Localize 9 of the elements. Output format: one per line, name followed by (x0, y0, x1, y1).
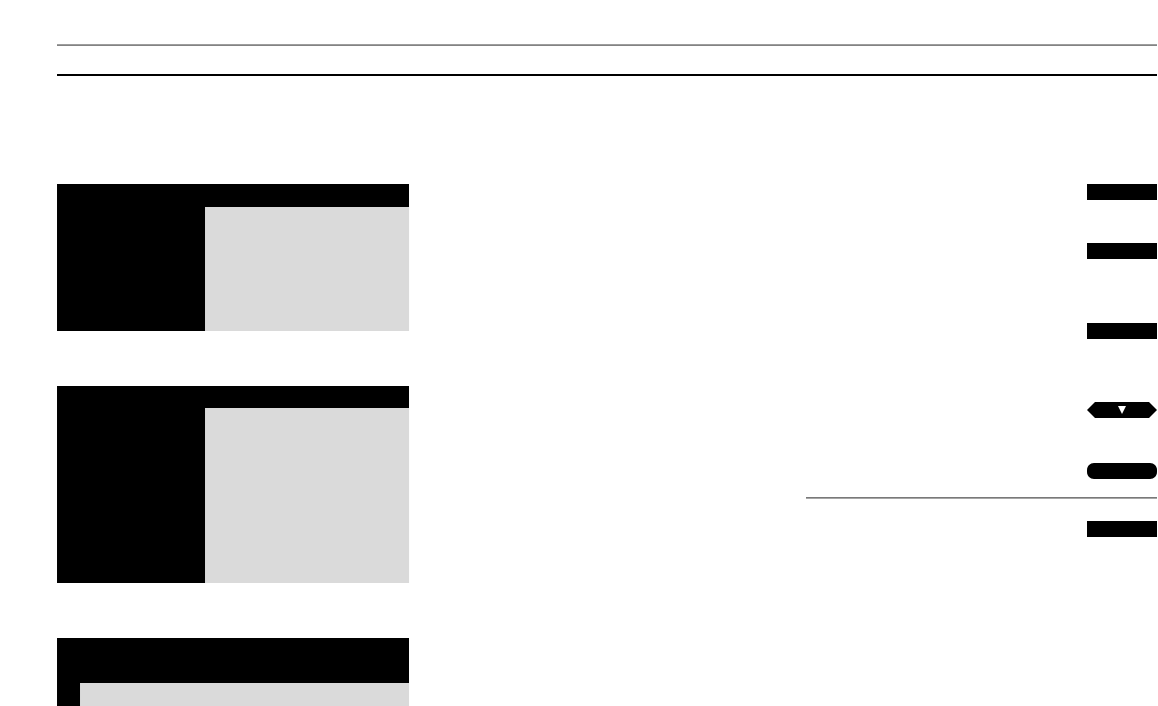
arrow-key-button (1087, 402, 1157, 418)
key-button (1087, 463, 1157, 479)
screen-panel (57, 184, 409, 331)
key-button (1087, 243, 1157, 259)
key-button (1087, 323, 1157, 339)
key-button (1087, 521, 1157, 537)
screen-panel (57, 638, 409, 706)
screen-panel (57, 386, 409, 583)
key-button (1087, 184, 1157, 200)
